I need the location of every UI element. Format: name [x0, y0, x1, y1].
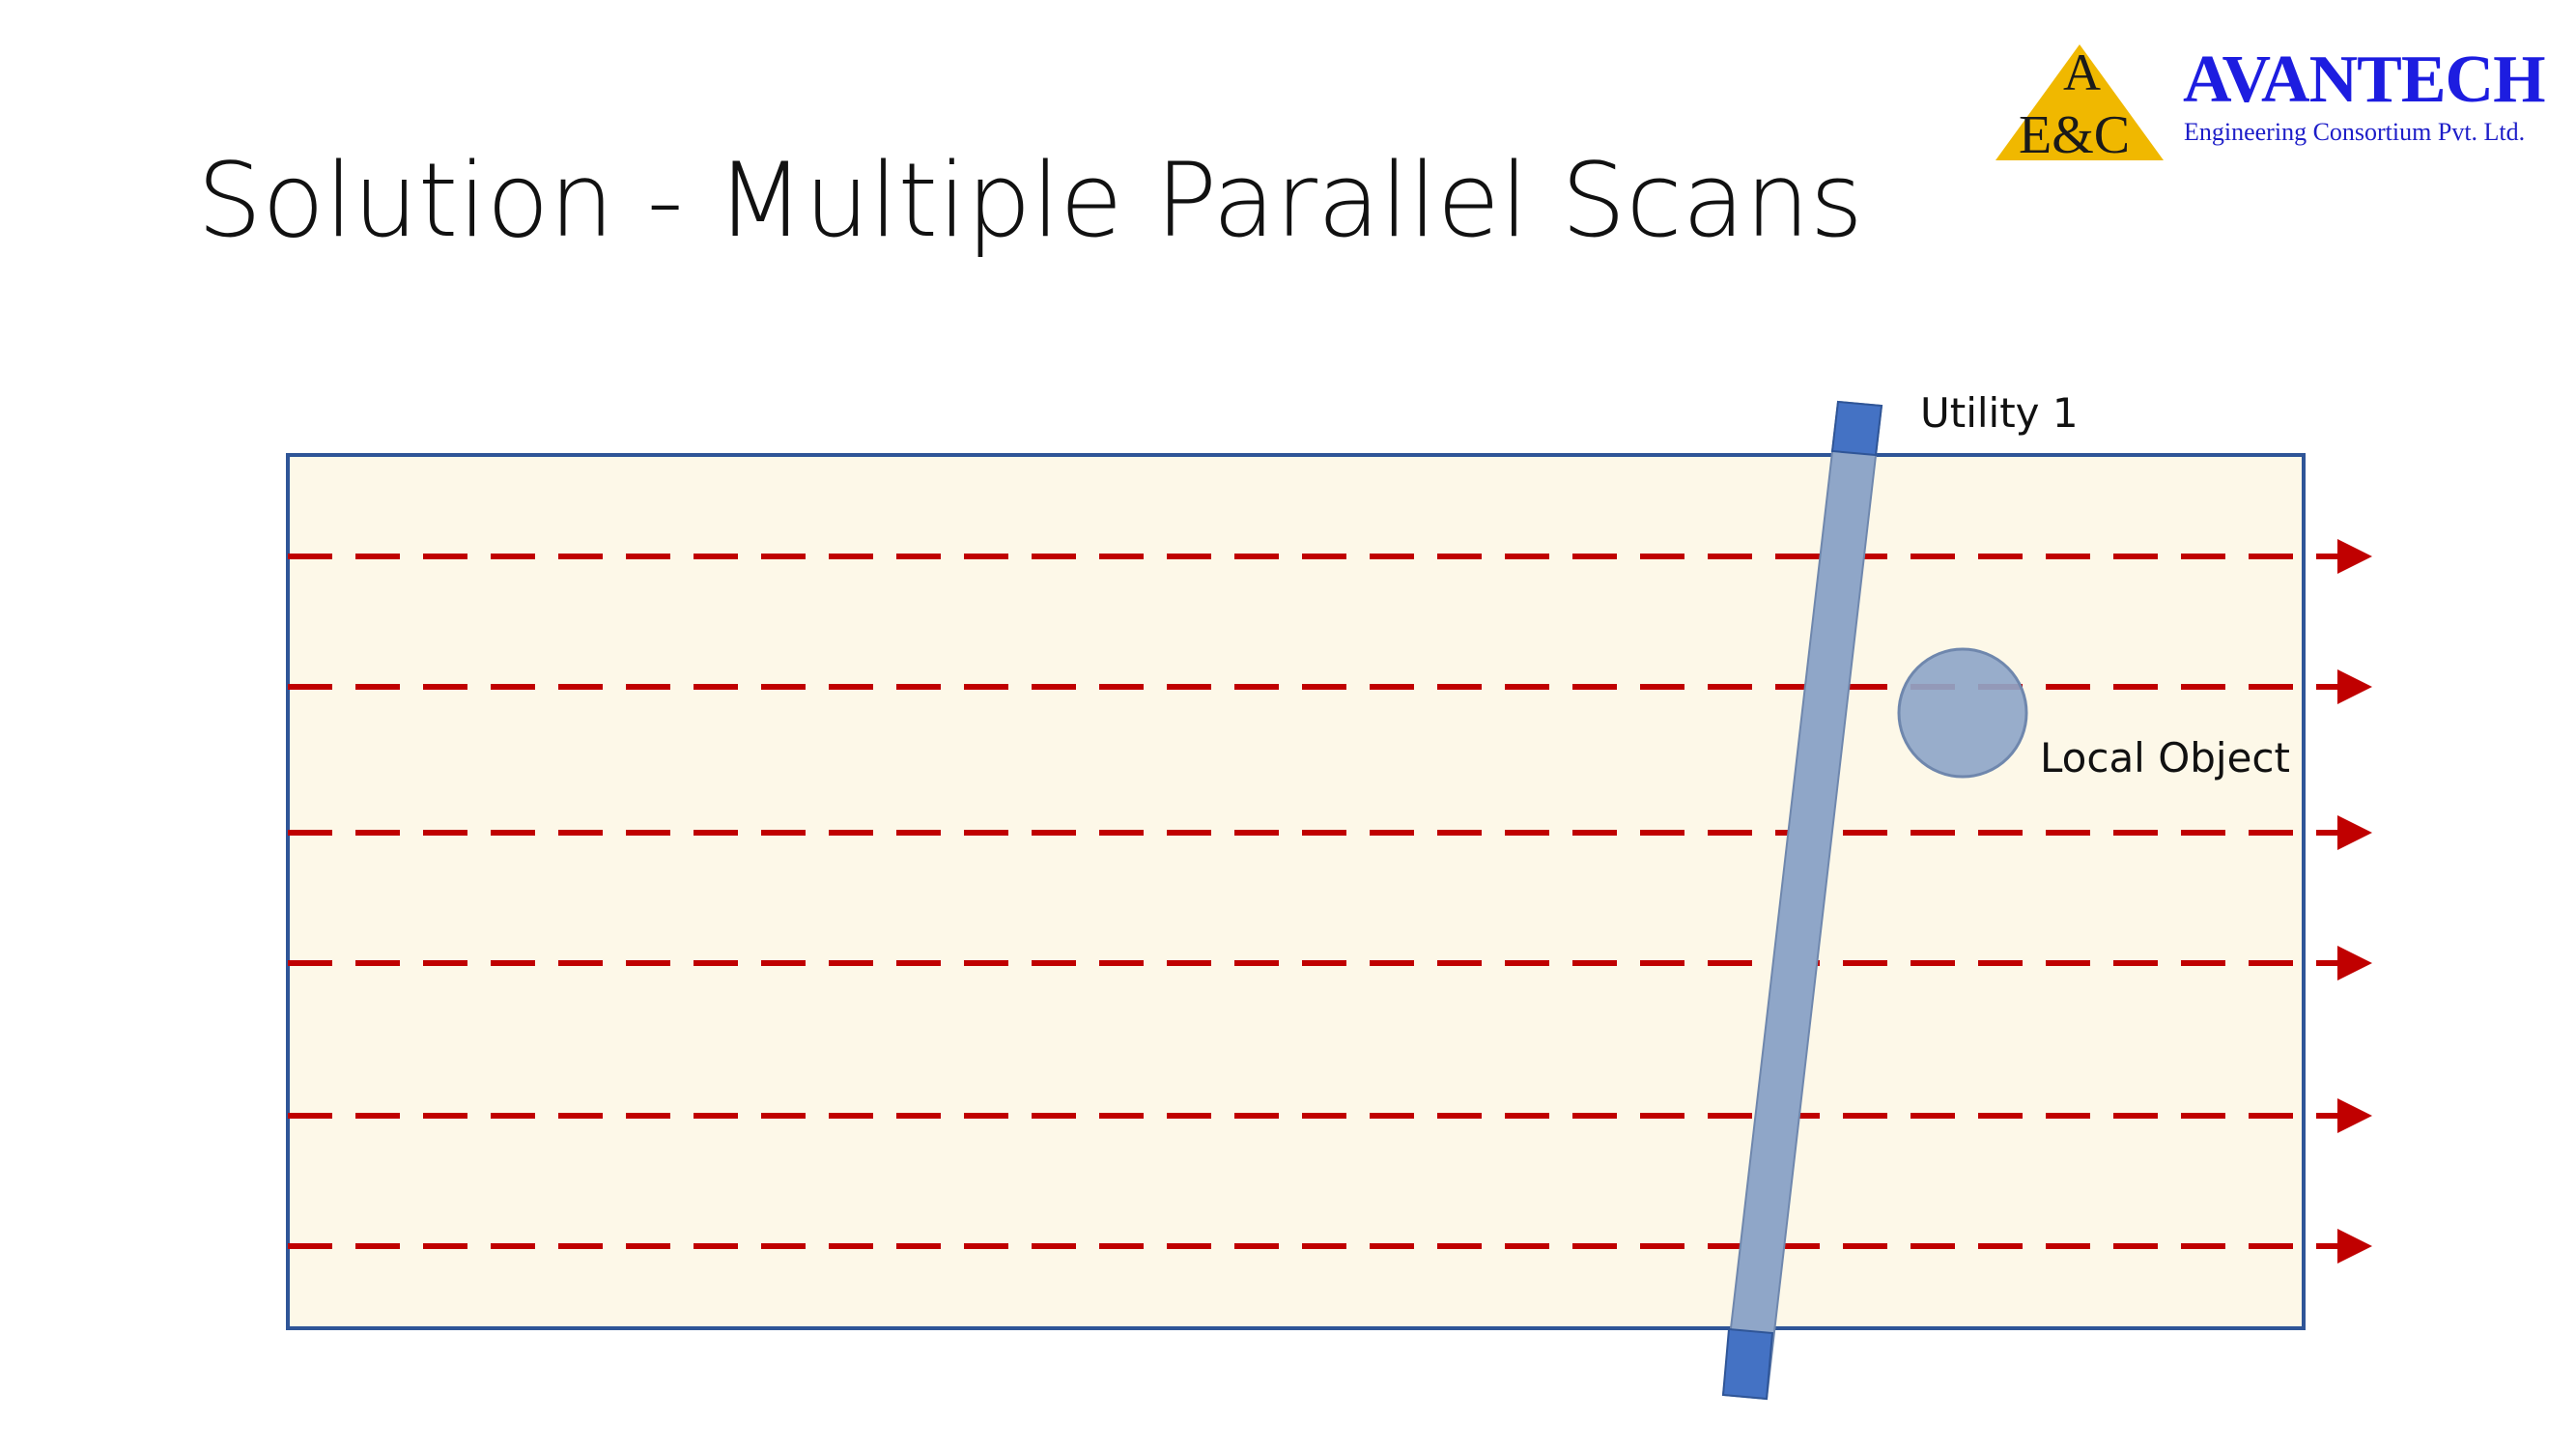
local-object	[1897, 647, 2028, 779]
logo-tagline: Engineering Consortium Pvt. Ltd.	[2184, 118, 2526, 146]
logo-company-name: AVANTECH	[2183, 43, 2546, 117]
slide-title: Solution - Multiple Parallel Scans	[197, 141, 1864, 260]
local-object-label: Local Object	[2040, 734, 2290, 781]
logo-mark-letter-a: A	[2063, 43, 2101, 101]
company-logo: A E&C AVANTECH Engineering Consortium Pv…	[1990, 39, 2569, 174]
scan-lines	[288, 539, 2372, 1264]
survey-area	[286, 453, 2306, 1330]
utility-label: Utility 1	[1920, 389, 2079, 437]
logo-triangle-icon	[1996, 44, 2164, 160]
utility-pipe-bottom-end	[1721, 1327, 1774, 1401]
logo-mark-letters-ec: E&C	[2019, 105, 2131, 165]
logo-triangle-mark: A E&C	[1990, 39, 2169, 164]
utility-pipe-top-end	[1830, 400, 1883, 457]
